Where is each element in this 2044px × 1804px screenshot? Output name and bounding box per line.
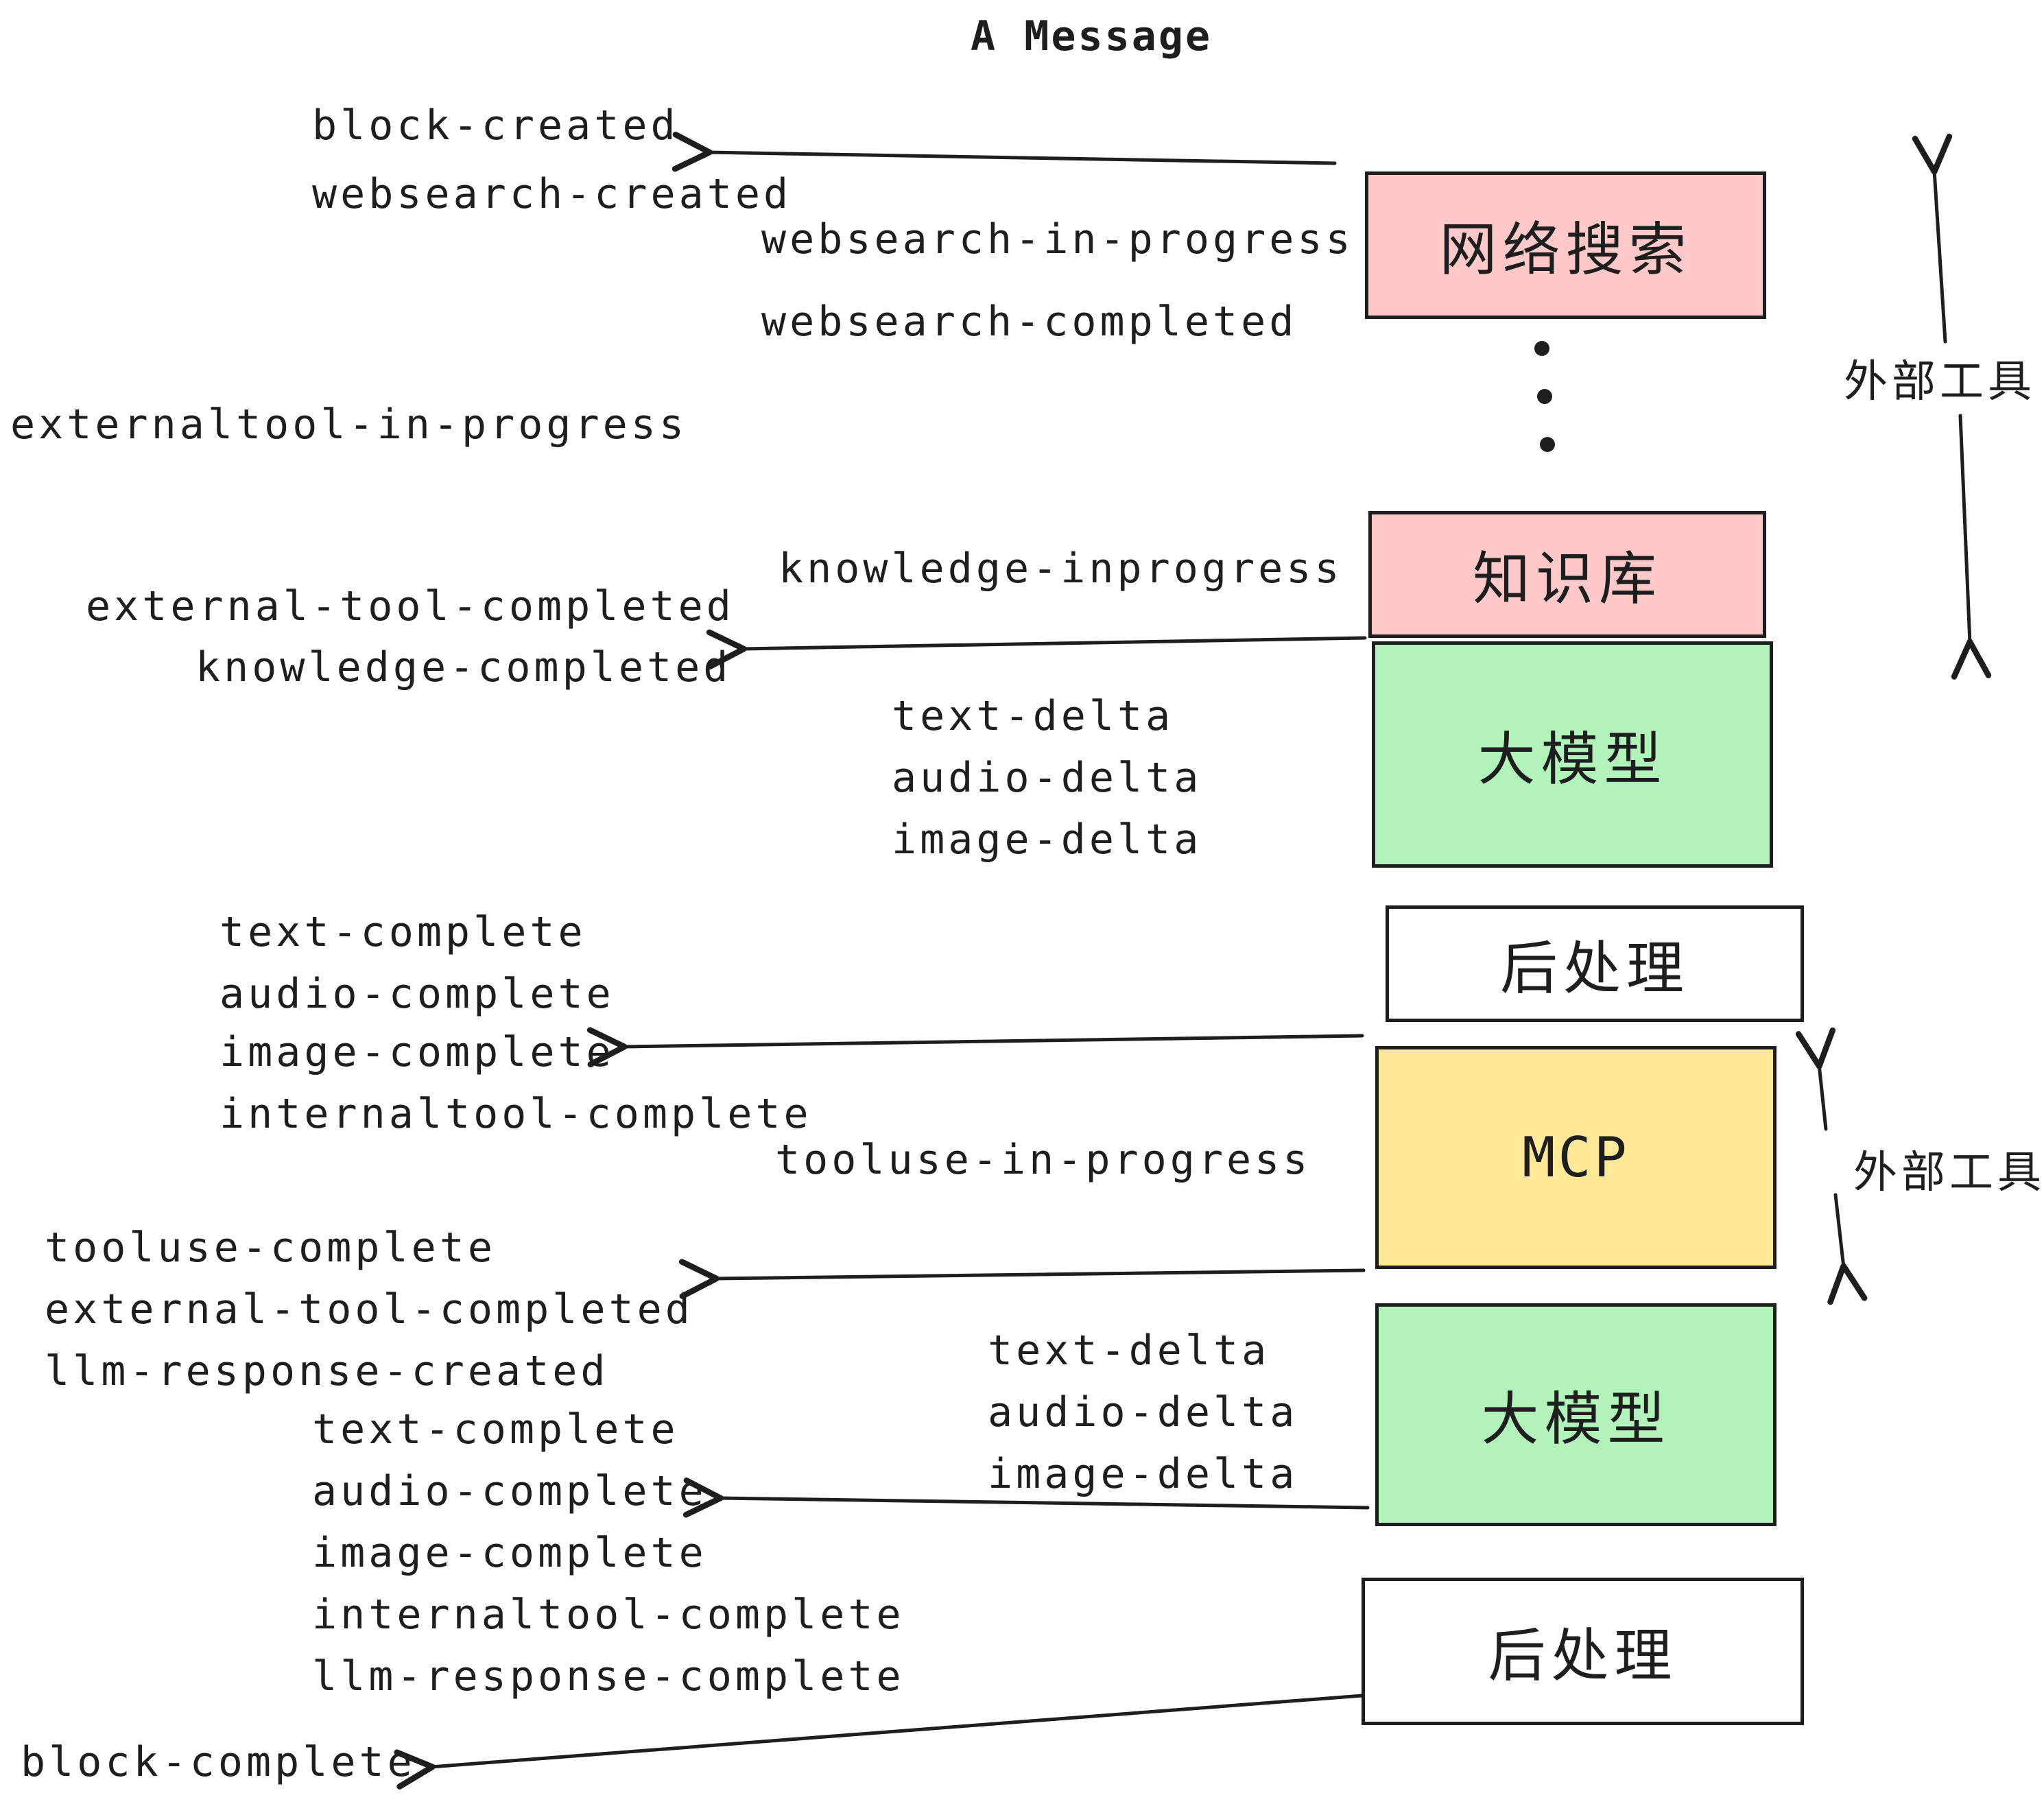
node-websearch: 网络搜索 (1365, 171, 1766, 319)
node-mcp-label: MCP (1522, 1126, 1630, 1189)
down-arrow-external-tools-1 (1951, 414, 1992, 680)
node-mcp: MCP (1375, 1046, 1776, 1269)
external-tools-label-top: 外部工具 (1844, 357, 2036, 406)
event-label: text-delta (988, 1327, 1270, 1375)
node-postprocess-1: 后处理 (1386, 905, 1804, 1022)
event-label: websearch-created (312, 170, 792, 218)
event-label: audio-delta (988, 1388, 1298, 1436)
event-label: image-complete (312, 1529, 707, 1577)
event-label: block-created (312, 102, 679, 150)
down-arrow-external-tools-2 (1827, 1193, 1868, 1305)
event-label: llm-response-created (45, 1347, 609, 1395)
event-label: websearch-in-progress (761, 215, 1354, 263)
event-label: image-delta (892, 816, 1202, 864)
event-label: external-tool-completed (86, 582, 735, 630)
node-knowledge: 知识库 (1368, 511, 1766, 638)
connector-arrow-knowledge-completed (706, 629, 1367, 670)
event-label: tooluse-complete (45, 1224, 496, 1272)
connector-arrow-internal-complete-1 (586, 1027, 1364, 1067)
node-llm-2-label: 大模型 (1481, 1387, 1671, 1451)
event-label: externaltool-in-progress (10, 401, 687, 449)
connector-arrow-block-complete (394, 1694, 1364, 1790)
event-label: knowledge-completed (195, 643, 732, 691)
node-llm-1-label: 大模型 (1477, 726, 1667, 792)
node-websearch-label: 网络搜索 (1439, 217, 1692, 282)
event-label: block-complete (21, 1738, 416, 1786)
event-label: knowledge-inprogress (779, 545, 1343, 593)
connector-arrow-block-created (672, 131, 1337, 172)
connector-arrow-audio-complete-2 (682, 1477, 1370, 1518)
event-label: tooluse-in-progress (775, 1136, 1311, 1184)
node-knowledge-label: 知识库 (1472, 547, 1662, 611)
node-llm-2: 大模型 (1375, 1303, 1776, 1526)
event-label: text-complete (219, 908, 586, 956)
event-label: audio-delta (892, 754, 1202, 802)
node-llm-1: 大模型 (1372, 641, 1773, 868)
event-label: audio-complete (219, 970, 615, 1018)
external-tools-label-bottom: 外部工具 (1853, 1148, 2044, 1197)
node-postprocess-2-label: 后处理 (1488, 1624, 1678, 1688)
up-arrow-external-tools-1 (1912, 133, 1953, 344)
vertical-ellipsis-icon (1534, 341, 1555, 452)
event-label: llm-response-complete (312, 1652, 905, 1700)
event-label: audio-complete (312, 1467, 707, 1515)
event-label: websearch-completed (761, 298, 1298, 346)
event-label: image-complete (219, 1028, 615, 1076)
page-title: A Message (971, 12, 1213, 60)
event-label: internaltool-complete (219, 1090, 812, 1138)
up-arrow-external-tools-2 (1795, 1027, 1836, 1131)
connector-arrow-tooluse-complete (678, 1259, 1366, 1299)
node-postprocess-2: 后处理 (1362, 1578, 1804, 1725)
event-label: text-delta (892, 692, 1174, 740)
node-postprocess-1-label: 后处理 (1499, 936, 1689, 1001)
event-label: external-tool-completed (45, 1285, 693, 1333)
event-label: image-delta (988, 1450, 1298, 1498)
event-label: internaltool-complete (312, 1591, 905, 1639)
event-label: text-complete (312, 1405, 679, 1453)
